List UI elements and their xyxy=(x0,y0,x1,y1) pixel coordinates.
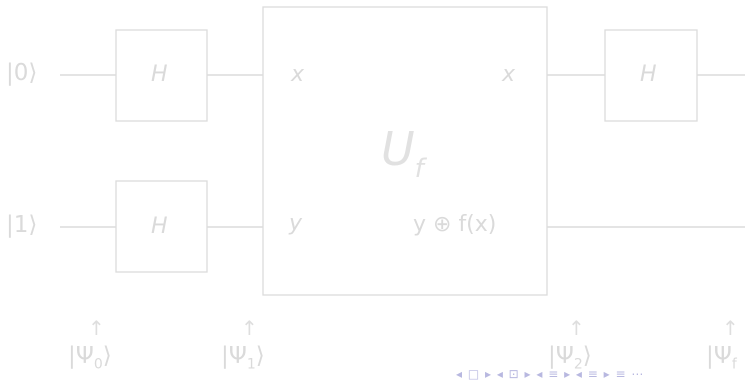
beamer-navigation-bar[interactable]: ◂ □ ▸ ◂ ⊡ ▸ ◂ ≡ ▸ ◂ ≡ ▸ ≡ ⋯ xyxy=(456,367,645,381)
hadamard-gate-q1-left xyxy=(115,180,208,273)
state-psi-0: |Ψ xyxy=(68,343,94,369)
input-ket-q0: |0⟩ xyxy=(6,60,38,86)
hadamard-gate-q0-right xyxy=(604,29,698,122)
state-arrow-3: ↑ xyxy=(722,316,739,340)
oracle-input-y: y xyxy=(289,211,303,236)
state-close-1: ⟩ xyxy=(255,343,265,369)
oracle-box xyxy=(262,6,548,296)
state-sub-0: 0 xyxy=(93,356,103,373)
state-label-3: |Ψf xyxy=(706,345,737,372)
state-label-0: |Ψ0⟩ xyxy=(68,345,112,372)
state-psi-3: |Ψ xyxy=(706,343,732,369)
state-sub-3: f xyxy=(731,356,737,373)
hadamard-label-q1-left: H xyxy=(151,214,168,239)
oracle-output-x: x xyxy=(502,62,516,87)
hadamard-gate-q0-left xyxy=(115,29,208,122)
state-arrow-1: ↑ xyxy=(241,316,258,340)
oracle-title-main: U xyxy=(381,122,415,176)
state-close-0: ⟩ xyxy=(102,343,112,369)
oracle-title-sub: f xyxy=(414,154,424,184)
state-label-2: |Ψ2⟩ xyxy=(548,345,592,372)
input-ket-q1: |1⟩ xyxy=(6,212,38,238)
state-arrow-2: ↑ xyxy=(568,316,585,340)
state-close-2: ⟩ xyxy=(582,343,592,369)
state-psi-2: |Ψ xyxy=(548,343,574,369)
oracle-title: Uf xyxy=(381,126,424,182)
state-sub-1: 1 xyxy=(246,356,256,373)
oracle-output-y: y ⊕ f(x) xyxy=(413,212,497,237)
state-sub-2: 2 xyxy=(573,356,583,373)
hadamard-label-q0-left: H xyxy=(151,62,168,87)
hadamard-label-q0-right: H xyxy=(640,62,657,87)
state-psi-1: |Ψ xyxy=(221,343,247,369)
state-label-1: |Ψ1⟩ xyxy=(221,345,265,372)
state-arrow-0: ↑ xyxy=(88,316,105,340)
oracle-input-x: x xyxy=(291,62,305,87)
